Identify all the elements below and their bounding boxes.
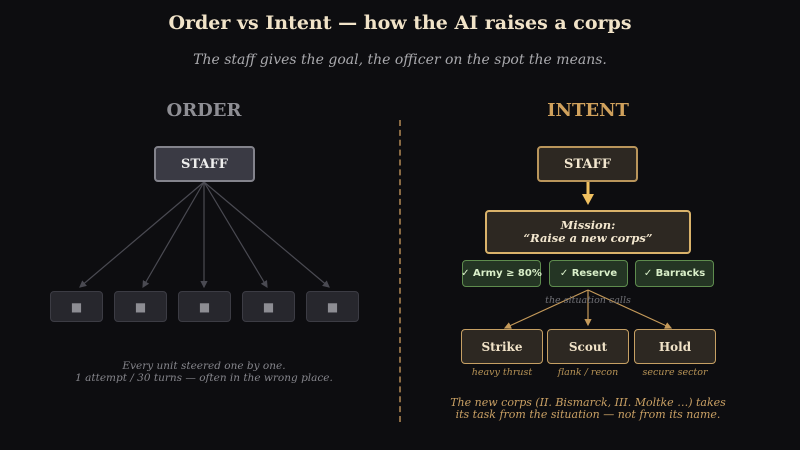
order-staff-box: STAFF <box>154 146 255 182</box>
mission-text: “Raise a new corps” <box>523 231 653 245</box>
action-scout: Scout <box>547 329 629 364</box>
action-hold: Hold <box>634 329 716 364</box>
page-subtitle: The staff gives the goal, the officer on… <box>193 52 607 68</box>
intent-heading: INTENT <box>547 100 629 121</box>
situation-label: the situation calls <box>545 295 631 306</box>
action-hold-caption: secure sector <box>642 367 708 378</box>
order-fanout-lines <box>79 181 330 289</box>
intent-staff-box: STAFF <box>537 146 638 182</box>
mission-box: Mission: “Raise a new corps” <box>485 210 691 254</box>
condition-reserve: ✓ Reserve <box>549 260 628 287</box>
order-line-2 <box>142 181 205 289</box>
condition-army: ✓ Army ≥ 80% <box>461 260 542 287</box>
order-heading: ORDER <box>166 100 242 121</box>
order-unit-4: ■ <box>242 291 295 322</box>
intent-note: The new corps (II. Bismarck, III. Moltke… <box>440 397 736 421</box>
order-line-4 <box>203 181 268 289</box>
order-unit-2: ■ <box>114 291 167 322</box>
order-unit-1: ■ <box>50 291 103 322</box>
order-unit-3: ■ <box>178 291 231 322</box>
action-strike: Strike <box>461 329 543 364</box>
mission-label: Mission: <box>560 218 616 232</box>
order-note-line-1: Every unit steered one by one. <box>122 360 286 372</box>
order-note-line-2: 1 attempt / 30 turns — often in the wron… <box>75 372 333 384</box>
staff-to-mission-arrow <box>582 182 594 205</box>
column-divider <box>399 120 401 422</box>
condition-barracks: ✓ Barracks <box>635 260 714 287</box>
branch-line-hold <box>587 289 673 329</box>
page-title: Order vs Intent — how the AI raises a co… <box>168 12 632 34</box>
action-strike-caption: heavy thrust <box>471 367 533 378</box>
situation-branch-lines <box>503 289 673 329</box>
intent-note-line-2: its task from the situation — not from i… <box>455 408 721 421</box>
order-line-1 <box>79 181 205 288</box>
branch-line-strike <box>503 289 589 329</box>
order-line-5 <box>203 181 330 288</box>
order-unit-5: ■ <box>306 291 359 322</box>
intent-note-line-1: The new corps (II. Bismarck, III. Moltke… <box>450 396 726 409</box>
order-note: Every unit steered one by one. 1 attempt… <box>54 360 354 384</box>
action-scout-caption: flank / recon <box>557 367 619 378</box>
